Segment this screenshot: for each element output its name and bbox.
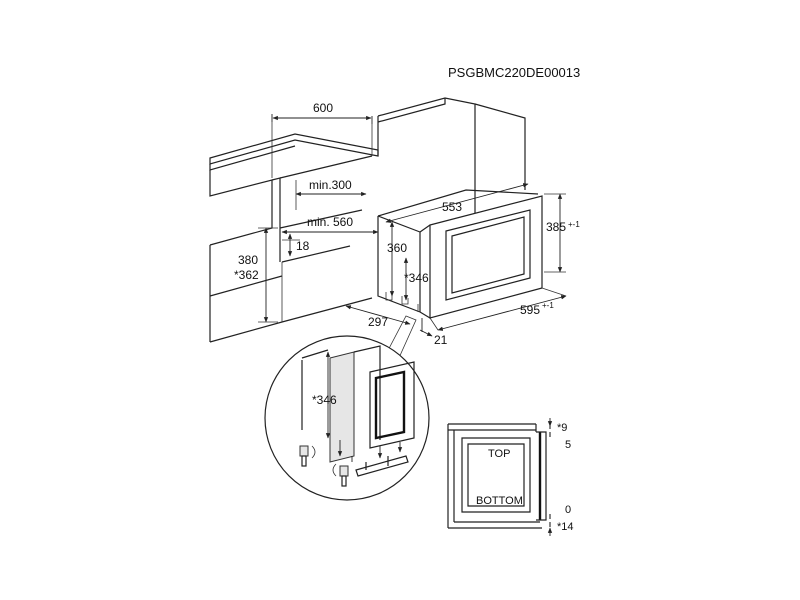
- dim-385-line: [544, 193, 566, 273]
- dim-oven-depth: 553: [442, 200, 462, 214]
- dim-niche-height-alt: *362: [234, 268, 259, 282]
- section-top-offset-alt: *9: [557, 422, 567, 434]
- dim-595-line: [429, 287, 567, 331]
- detail-dim-height: *346: [312, 393, 337, 407]
- section-top-label: TOP: [488, 448, 510, 460]
- kitchen-cabinet: [209, 97, 526, 343]
- document-code: PSGBMC220DE00013: [448, 65, 580, 80]
- dim-18-line: [282, 233, 300, 257]
- dim-cabinet-width: 600: [313, 101, 333, 115]
- dim-297-line: [345, 305, 411, 325]
- section-view: [447, 418, 553, 536]
- dim-min-300-line: [295, 180, 367, 210]
- dim-553-line: [385, 183, 529, 223]
- dim-body-height-alt: *346: [404, 271, 429, 285]
- dim-niche-height-line: [258, 227, 278, 323]
- section-bottom-offset: 0: [565, 504, 571, 516]
- section-bottom-label: BOTTOM: [476, 495, 523, 507]
- dim-frame-height-tol: +-1: [568, 220, 580, 229]
- detail-circle: [264, 335, 430, 501]
- dim-18: 18: [296, 239, 310, 253]
- dim-min-560: min. 560: [307, 215, 353, 229]
- dim-frame-width: 595: [520, 303, 540, 317]
- section-top-offset: 5: [565, 439, 571, 451]
- dim-bracket-depth: 297: [368, 315, 388, 329]
- dim-frame-width-tol: +-1: [542, 301, 554, 310]
- detail-leader: [383, 315, 417, 361]
- dim-frame-height: 385: [546, 220, 566, 234]
- dim-21-line: [419, 318, 433, 337]
- dim-min-300: min.300: [309, 178, 352, 192]
- dim-front-offset: 21: [434, 333, 448, 347]
- dim-body-height: 360: [387, 241, 407, 255]
- section-bottom-offset-alt: *14: [557, 521, 574, 533]
- dim-niche-height: 380: [238, 253, 258, 267]
